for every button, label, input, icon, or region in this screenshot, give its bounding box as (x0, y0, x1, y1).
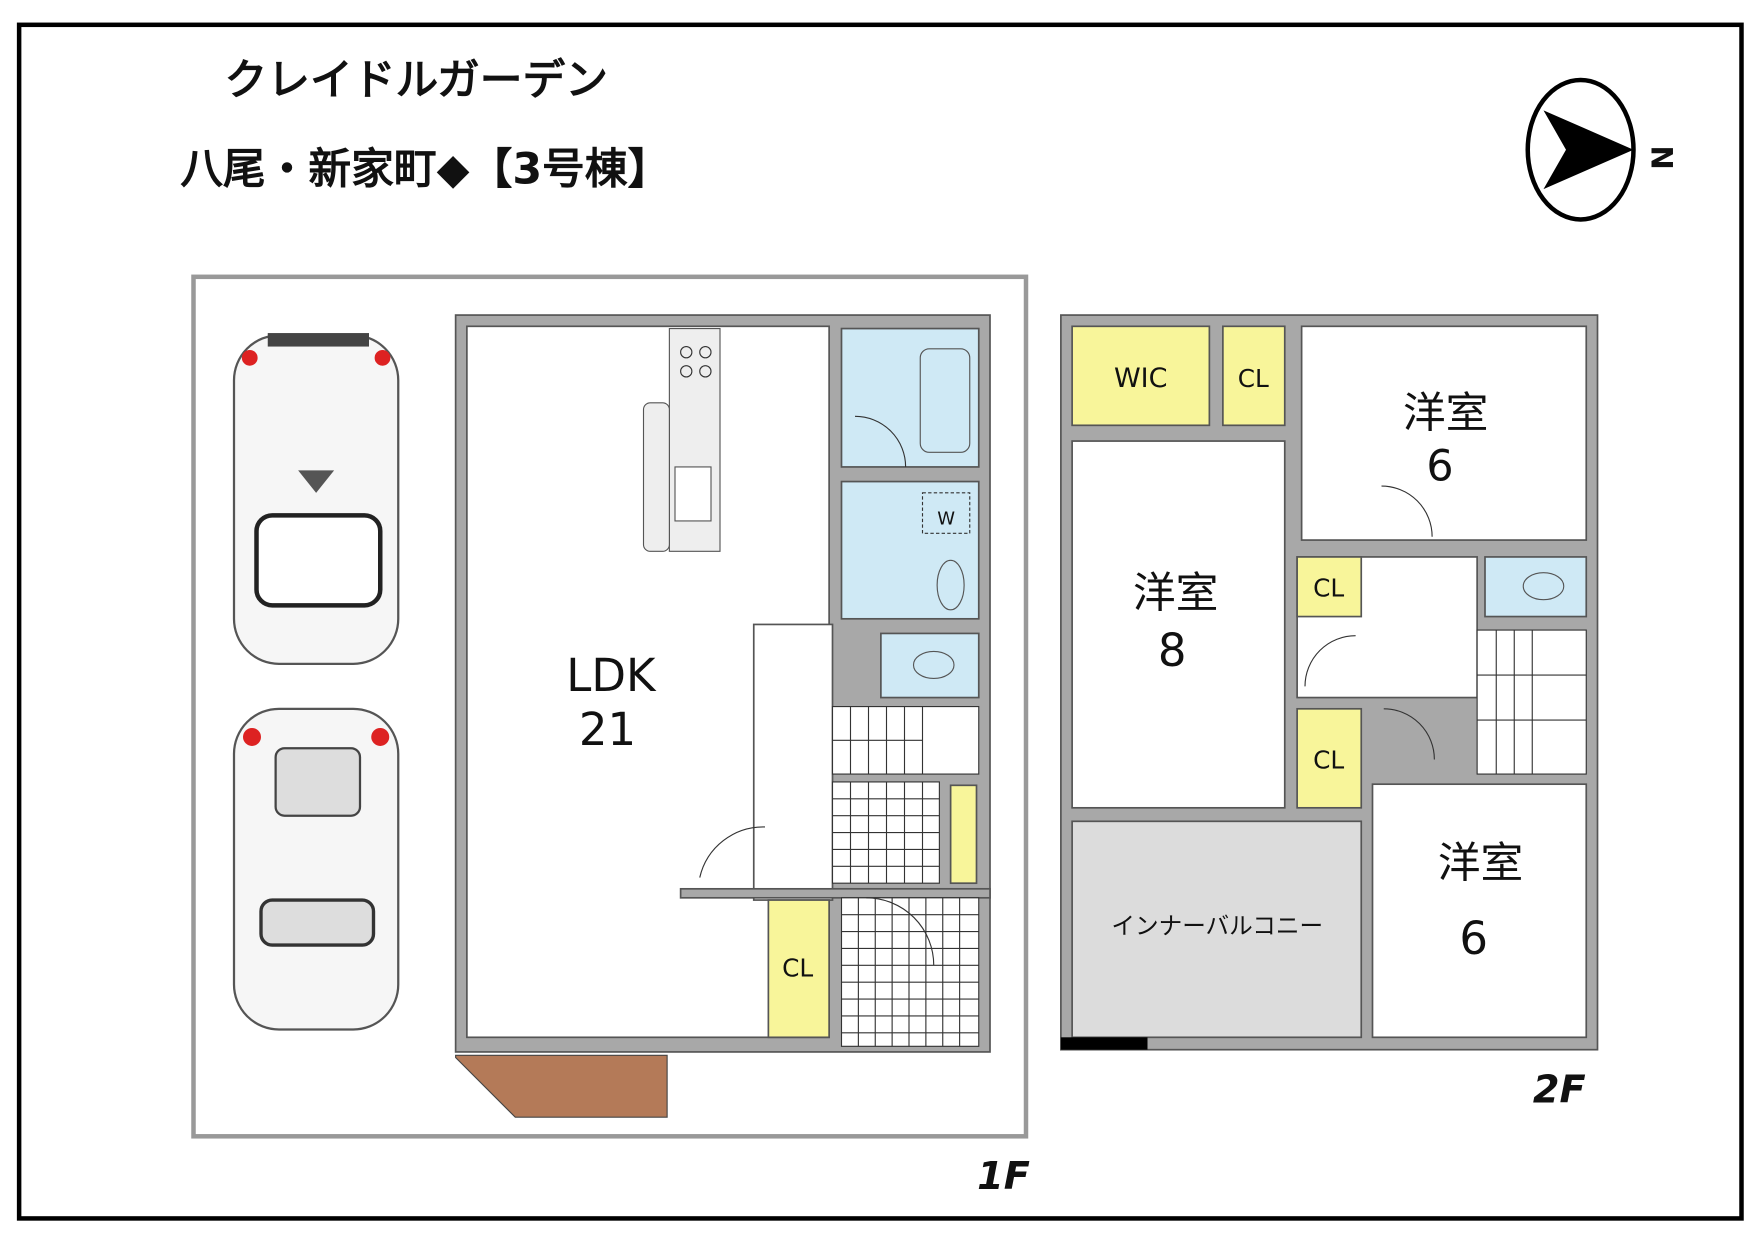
room-west (1071, 440, 1286, 809)
toilet-2f (1484, 556, 1588, 618)
washer-label: W (937, 508, 955, 529)
compass-icon: N (1525, 77, 1679, 222)
floor2-label: 2F (1533, 1068, 1586, 1113)
room-se (1371, 783, 1588, 1039)
bathroom (840, 327, 980, 468)
room-ne-size: 6 (1426, 441, 1453, 491)
compass-north-label: N (1645, 145, 1679, 169)
closet-2f-mid (1296, 556, 1363, 618)
closet-2f-low-label: CL (1313, 745, 1344, 774)
room-ne (1300, 325, 1588, 541)
wic-label: WIC (1114, 363, 1168, 394)
title-location: 八尾・新家町◆【3号棟】 (180, 144, 670, 194)
car-icon (232, 707, 400, 1031)
inner-balcony-label: インナーバルコニー (1111, 912, 1323, 940)
room-se-name: 洋室 (1438, 839, 1524, 889)
car-icon (232, 333, 400, 665)
room-west-name: 洋室 (1133, 569, 1219, 619)
inner-balcony (1071, 820, 1363, 1039)
room-west-size: 8 (1158, 624, 1187, 677)
closet-2f-low (1296, 707, 1363, 809)
ldk-size: 21 (579, 703, 636, 756)
entrance (840, 897, 980, 1047)
wic (1071, 325, 1211, 427)
porch (455, 1054, 668, 1118)
room-se-size: 6 (1459, 912, 1488, 965)
room-ne-name: 洋室 (1403, 389, 1489, 439)
ldk-label: LDK (566, 649, 657, 702)
toilet-1f (880, 632, 980, 699)
closet-1f (767, 899, 830, 1039)
washroom (840, 480, 980, 620)
closet-2f-mid-label: CL (1313, 573, 1344, 602)
floor1-label: 1F (977, 1154, 1030, 1199)
closet-2f-top (1222, 325, 1286, 427)
floor1-plan: W CL LDK 21 (454, 314, 991, 1118)
closet-1f-label: CL (782, 954, 813, 983)
closet-2f-top-label: CL (1238, 364, 1269, 393)
title-property-name: クレイドルガーデン (225, 56, 608, 106)
floor2-plan: WIC CL 洋室 6 洋室 8 CL CL インナーバルコニー 洋室 6 (1060, 314, 1599, 1051)
